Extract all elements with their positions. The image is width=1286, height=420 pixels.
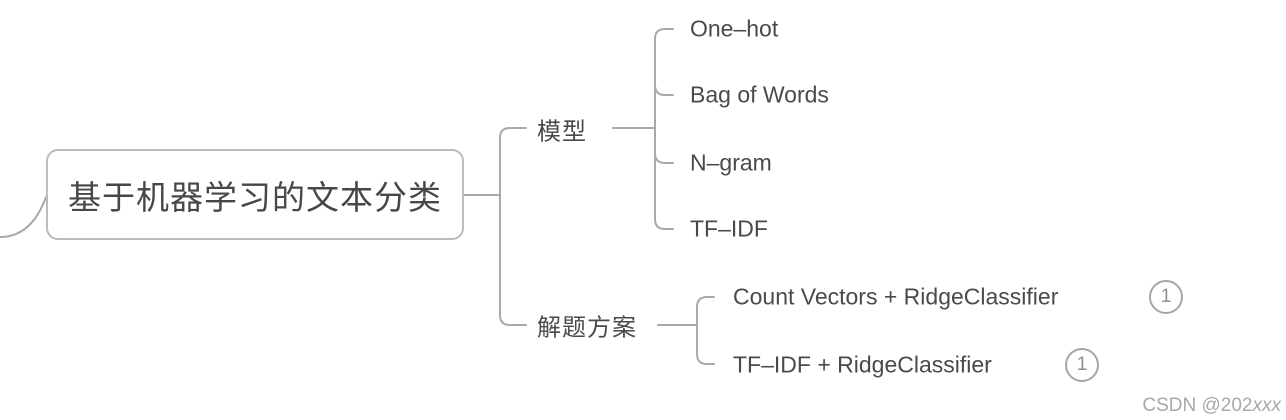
branch-model[interactable]: 模型: [537, 118, 587, 146]
connector-bracket-model: [654, 28, 674, 230]
connector-root-incoming: [0, 196, 47, 238]
leaf-bag-of-words[interactable]: Bag of Words: [690, 81, 829, 108]
leaf-tf-idf[interactable]: TF–IDF: [690, 215, 768, 242]
root-topic[interactable]: 基于机器学习的文本分类: [46, 149, 464, 240]
leaf-one-hot[interactable]: One–hot: [690, 15, 779, 42]
badge-count-vectors[interactable]: 1: [1149, 280, 1183, 314]
csdn-watermark: CSDN @202xxx: [1142, 395, 1281, 417]
watermark-suffix: xxx: [1252, 395, 1282, 416]
connector-stub-bagofwords: [654, 84, 674, 96]
leaf-tfidf-ridge[interactable]: TF–IDF + RidgeClassifier: [733, 351, 992, 378]
leaf-n-gram[interactable]: N–gram: [690, 149, 772, 176]
root-topic-label: 基于机器学习的文本分类: [68, 178, 442, 216]
branch-solution[interactable]: 解题方案: [537, 314, 637, 342]
connector-bracket-solution: [696, 296, 715, 365]
connector-stub-ngram: [654, 152, 674, 164]
badge-tfidf-number: 1: [1076, 354, 1088, 375]
badge-tfidf[interactable]: 1: [1065, 348, 1099, 382]
leaf-count-vectors-ridge[interactable]: Count Vectors + RidgeClassifier: [733, 283, 1059, 310]
watermark-prefix: CSDN @202: [1142, 395, 1253, 416]
badge-count-vectors-number: 1: [1160, 286, 1172, 307]
connector-bracket-level1: [499, 127, 527, 326]
